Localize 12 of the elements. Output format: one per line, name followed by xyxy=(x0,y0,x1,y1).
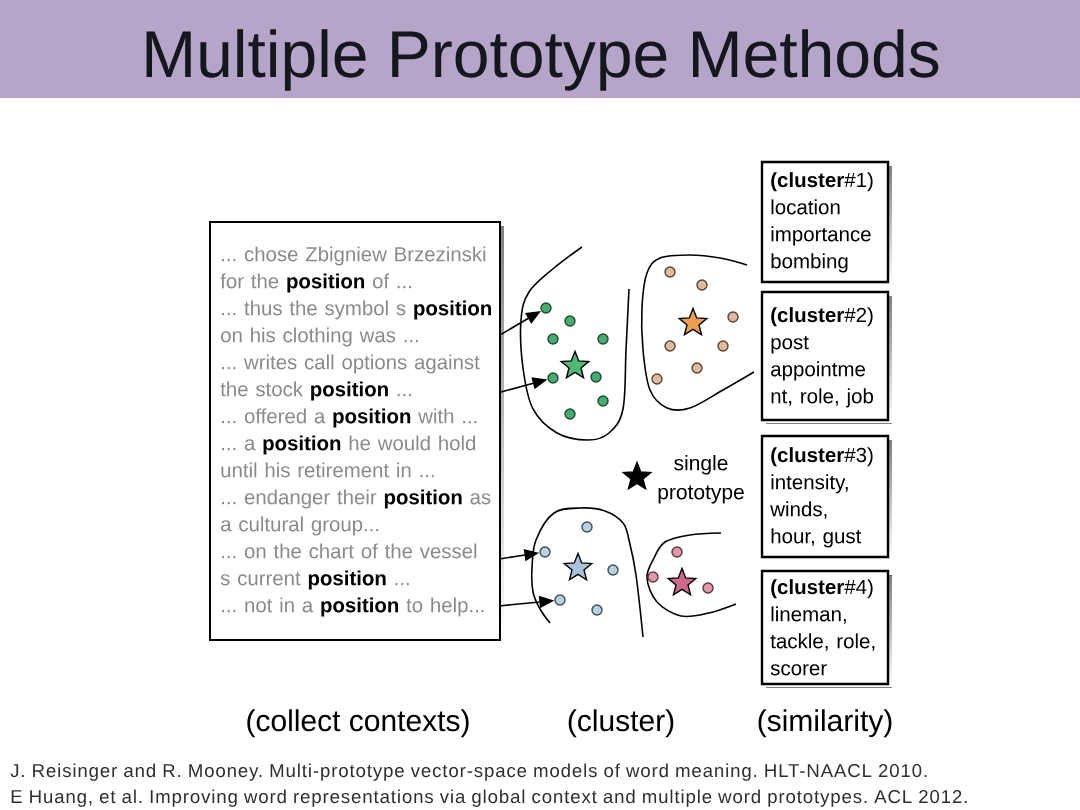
reference-text: J. Reisinger and R. Mooney. Multi-prototype vector-space models of word meaning. HLT-NAACL 2010. xyxy=(10,763,927,781)
word-list: intensity, winds, hour, gust xyxy=(770,474,862,548)
data-point xyxy=(547,372,559,384)
data-point xyxy=(540,302,552,314)
reference-text: E Huang, et al. Improving word representations via global context and multiple word prototypes. ACL 2012. xyxy=(11,789,967,807)
cluster-heading: (cluster#3) xyxy=(771,447,873,467)
data-point xyxy=(539,546,551,558)
column-label: (collect contexts) xyxy=(247,709,469,738)
marker-label: single prototype xyxy=(658,455,744,504)
slide-title: Multiple Prototype Methods xyxy=(146,29,939,91)
data-point xyxy=(554,594,566,606)
column-label: (cluster) xyxy=(568,709,674,738)
